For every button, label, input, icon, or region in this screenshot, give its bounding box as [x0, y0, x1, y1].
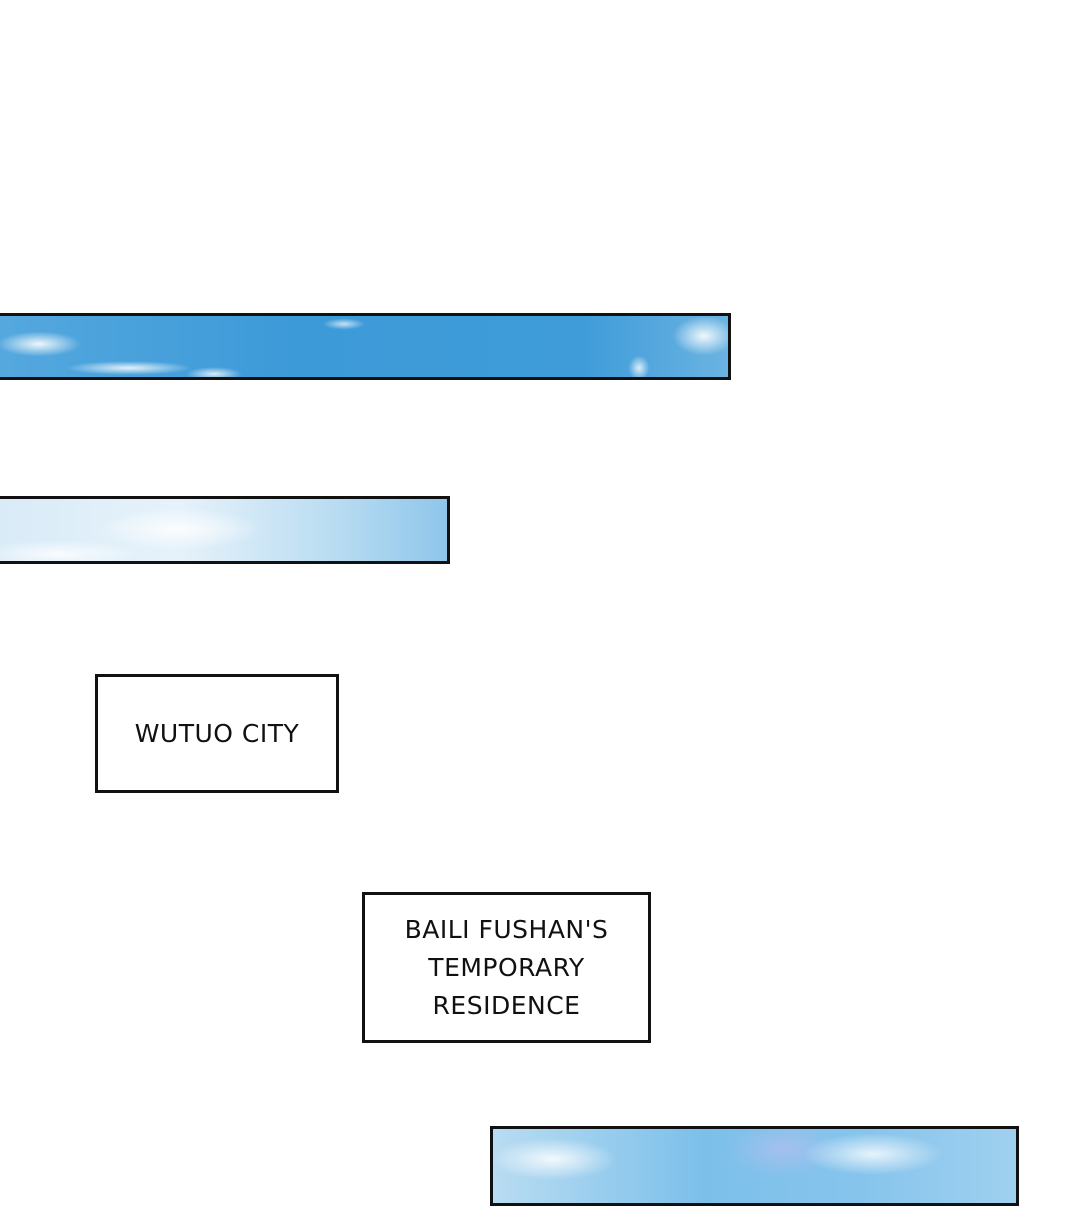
sky-panel-middle [0, 496, 450, 564]
location-caption-text: WUTUO CITY [134, 718, 300, 748]
residence-caption-line: BAILI FUSHAN'S [404, 914, 609, 944]
residence-caption-line: TEMPORARY [428, 952, 585, 982]
residence-caption-line: RESIDENCE [432, 990, 581, 1020]
residence-caption: BAILI FUSHAN'S TEMPORARY RESIDENCE [362, 892, 651, 1043]
location-caption: WUTUO CITY [95, 674, 339, 793]
sky-panel-top [0, 313, 731, 380]
sky-panel-bottom [490, 1126, 1019, 1206]
